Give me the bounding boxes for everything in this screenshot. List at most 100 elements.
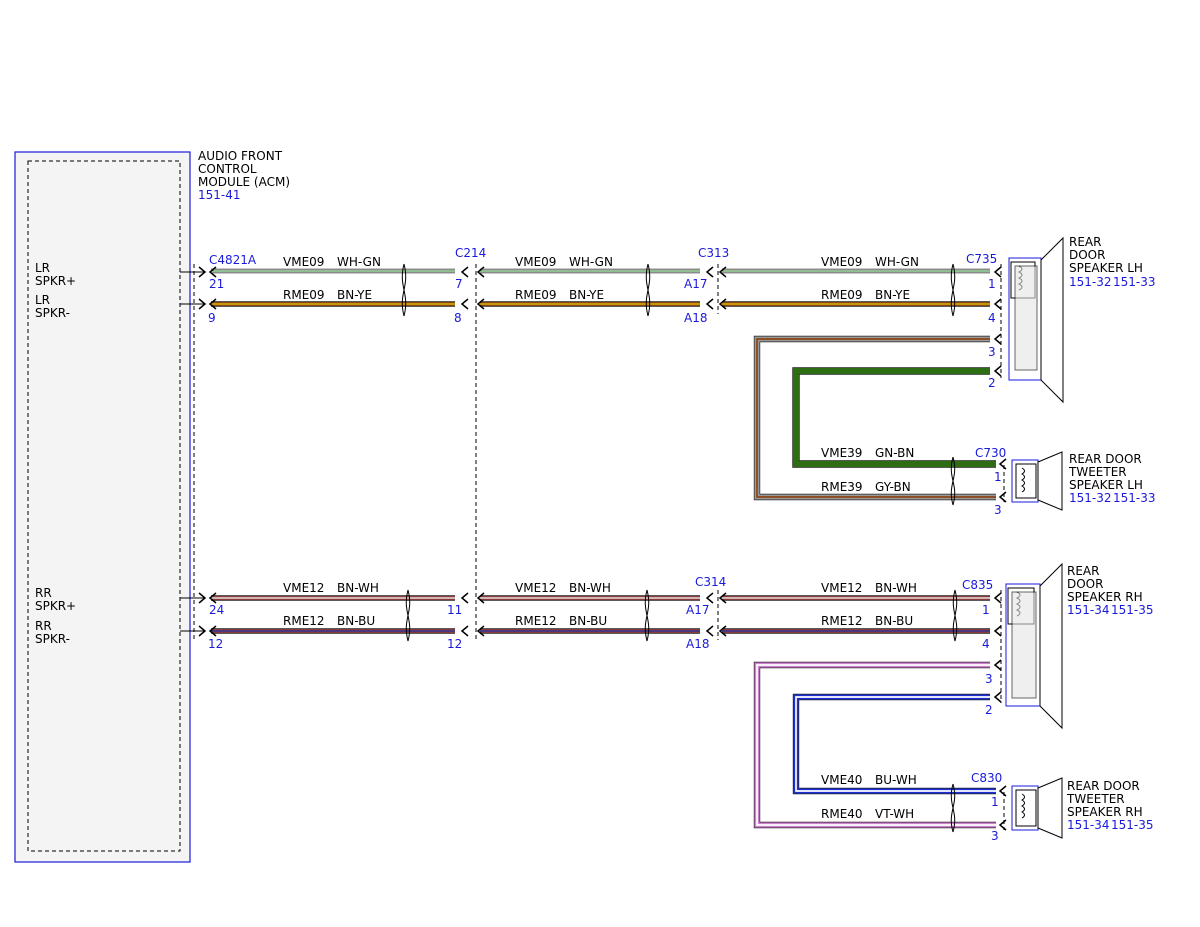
connector-pin-arrow xyxy=(198,625,207,637)
circuit-label: VME12 xyxy=(821,581,862,595)
connector-pin-arrow xyxy=(476,298,485,310)
rh-speaker-ref-1[interactable]: 151-34 xyxy=(1067,603,1110,617)
wire-color-label: VT-WH xyxy=(875,807,914,821)
connector-pin-arrow xyxy=(208,625,217,637)
lh-speaker-label-1: REAR xyxy=(1069,235,1101,249)
pin-num: 7 xyxy=(455,277,463,291)
module-ref-link[interactable]: 151-41 xyxy=(198,188,241,202)
twisted-pair-marker xyxy=(401,263,407,317)
pin-num: 4 xyxy=(982,637,990,651)
pin-num: 3 xyxy=(985,672,993,686)
pin-label-rr-neg-1: RR xyxy=(35,619,52,633)
circuit-label: RME09 xyxy=(515,288,557,302)
circuit-label: VME09 xyxy=(283,255,324,269)
connector-pin-arrow xyxy=(998,458,1007,470)
pin-num: 12 xyxy=(447,637,462,651)
connector-c830-link[interactable]: C830 xyxy=(971,771,1002,785)
wire-rme40-stripe xyxy=(756,664,996,826)
rh-tweeter-ref-2[interactable]: 151-35 xyxy=(1111,818,1154,832)
mark-group xyxy=(198,263,1007,833)
wire-color-label: BN-BU xyxy=(875,614,913,628)
pin-label-rr-pos-1: RR xyxy=(35,586,52,600)
connector-pin-arrow xyxy=(476,592,485,604)
wire-color-label: GY-BN xyxy=(875,480,911,494)
circuit-label: RME40 xyxy=(821,807,863,821)
connector-pin-arrow xyxy=(198,266,207,278)
connector-pin-arrow xyxy=(208,592,217,604)
pin-num: 2 xyxy=(985,703,993,717)
circuit-label: VME09 xyxy=(821,255,862,269)
rh-speaker-ref-2[interactable]: 151-35 xyxy=(1111,603,1154,617)
wire-rme39-stripe xyxy=(756,338,996,498)
connector-pin-arrow xyxy=(705,298,714,310)
circuit-label: VME40 xyxy=(821,773,862,787)
wire-color-label: BU-WH xyxy=(875,773,917,787)
connector-pin-arrow xyxy=(718,266,727,278)
lh-tweeter-ref-2[interactable]: 151-33 xyxy=(1113,491,1156,505)
circuit-label: RME09 xyxy=(283,288,325,302)
pin-num: 12 xyxy=(208,637,223,651)
pin-label-rr-pos-2: SPKR+ xyxy=(35,599,76,613)
connector-pin-arrow xyxy=(705,266,714,278)
pin-label-lr-neg-2: SPKR- xyxy=(35,306,70,320)
connector-c735-link[interactable]: C735 xyxy=(966,252,997,266)
circuit-label: VME12 xyxy=(515,581,556,595)
connector-pin-arrow xyxy=(208,266,217,278)
rh-speaker-label-2: DOOR xyxy=(1067,577,1103,591)
lh-speaker-ref-2[interactable]: 151-33 xyxy=(1113,275,1156,289)
wire-vme39[interactable] xyxy=(793,368,996,467)
acm-module-box xyxy=(14,151,191,863)
rh-tweeter-label-1: REAR DOOR xyxy=(1067,779,1140,793)
lh-speaker-ref-1[interactable]: 151-32 xyxy=(1069,275,1112,289)
lh-tweeter-label-3: SPEAKER LH xyxy=(1069,478,1143,492)
pin-num: 1 xyxy=(988,277,996,291)
rh-tweeter-label-2: TWEETER xyxy=(1066,792,1125,806)
connector-c214-link[interactable]: C214 xyxy=(455,246,486,260)
pin-num: 1 xyxy=(994,470,1002,484)
rear-rh-tweeter-symbol xyxy=(1011,777,1063,839)
pin-num: 3 xyxy=(988,345,996,359)
connector-c314-link[interactable]: C314 xyxy=(695,575,726,589)
wire-color-label: BN-BU xyxy=(337,614,375,628)
connector-pin-arrow xyxy=(198,592,207,604)
rh-tweeter-ref-1[interactable]: 151-34 xyxy=(1067,818,1110,832)
wire-color-label: WH-GN xyxy=(569,255,613,269)
pin-num: 3 xyxy=(994,503,1002,517)
connector-c4821a-link[interactable]: C4821A xyxy=(209,253,257,267)
connector-pin-arrow xyxy=(993,592,1002,604)
connector-pin-arrow xyxy=(460,266,469,278)
twisted-pair-marker xyxy=(645,263,651,317)
connector-c835-link[interactable]: C835 xyxy=(962,578,993,592)
lh-tweeter-ref-1[interactable]: 151-32 xyxy=(1069,491,1112,505)
circuit-label: RME12 xyxy=(283,614,325,628)
pin-num: A17 xyxy=(686,603,709,617)
pin-label-lr-pos-2: SPKR+ xyxy=(35,274,76,288)
pin-num: 2 xyxy=(988,376,996,390)
rear-lh-speaker-symbol xyxy=(1008,236,1064,404)
pin-num: A18 xyxy=(684,311,707,325)
module-pin-leads xyxy=(180,271,205,632)
connector-pin-arrow xyxy=(476,266,485,278)
twisted-pair-marker xyxy=(952,589,958,642)
connector-pin-arrow xyxy=(998,819,1007,831)
connector-pin-arrow xyxy=(460,298,469,310)
rear-lh-tweeter-symbol xyxy=(1011,451,1063,511)
twisted-pair-marker xyxy=(405,589,411,642)
pin-num: 24 xyxy=(209,603,224,617)
connector-pin-arrow xyxy=(993,333,1002,345)
wire-color-label: BN-WH xyxy=(875,581,917,595)
rear-rh-speaker-symbol xyxy=(1005,562,1063,730)
lh-tweeter-label-1: REAR DOOR xyxy=(1069,452,1142,466)
wire-color-label: BN-WH xyxy=(569,581,611,595)
wire-color-label: GN-BN xyxy=(875,446,914,460)
connector-pin-arrow xyxy=(993,266,1002,278)
lh-tweeter-label-2: TWEETER xyxy=(1068,465,1127,479)
pin-num: 4 xyxy=(988,311,996,325)
circuit-label: RME12 xyxy=(515,614,557,628)
connector-pin-arrow xyxy=(718,298,727,310)
connector-pin-arrow xyxy=(460,625,469,637)
connector-pin-arrow xyxy=(993,298,1002,310)
connector-c313-link[interactable]: C313 xyxy=(698,246,729,260)
connector-c730-link[interactable]: C730 xyxy=(975,446,1006,460)
rh-tweeter-label-3: SPEAKER RH xyxy=(1067,805,1143,819)
